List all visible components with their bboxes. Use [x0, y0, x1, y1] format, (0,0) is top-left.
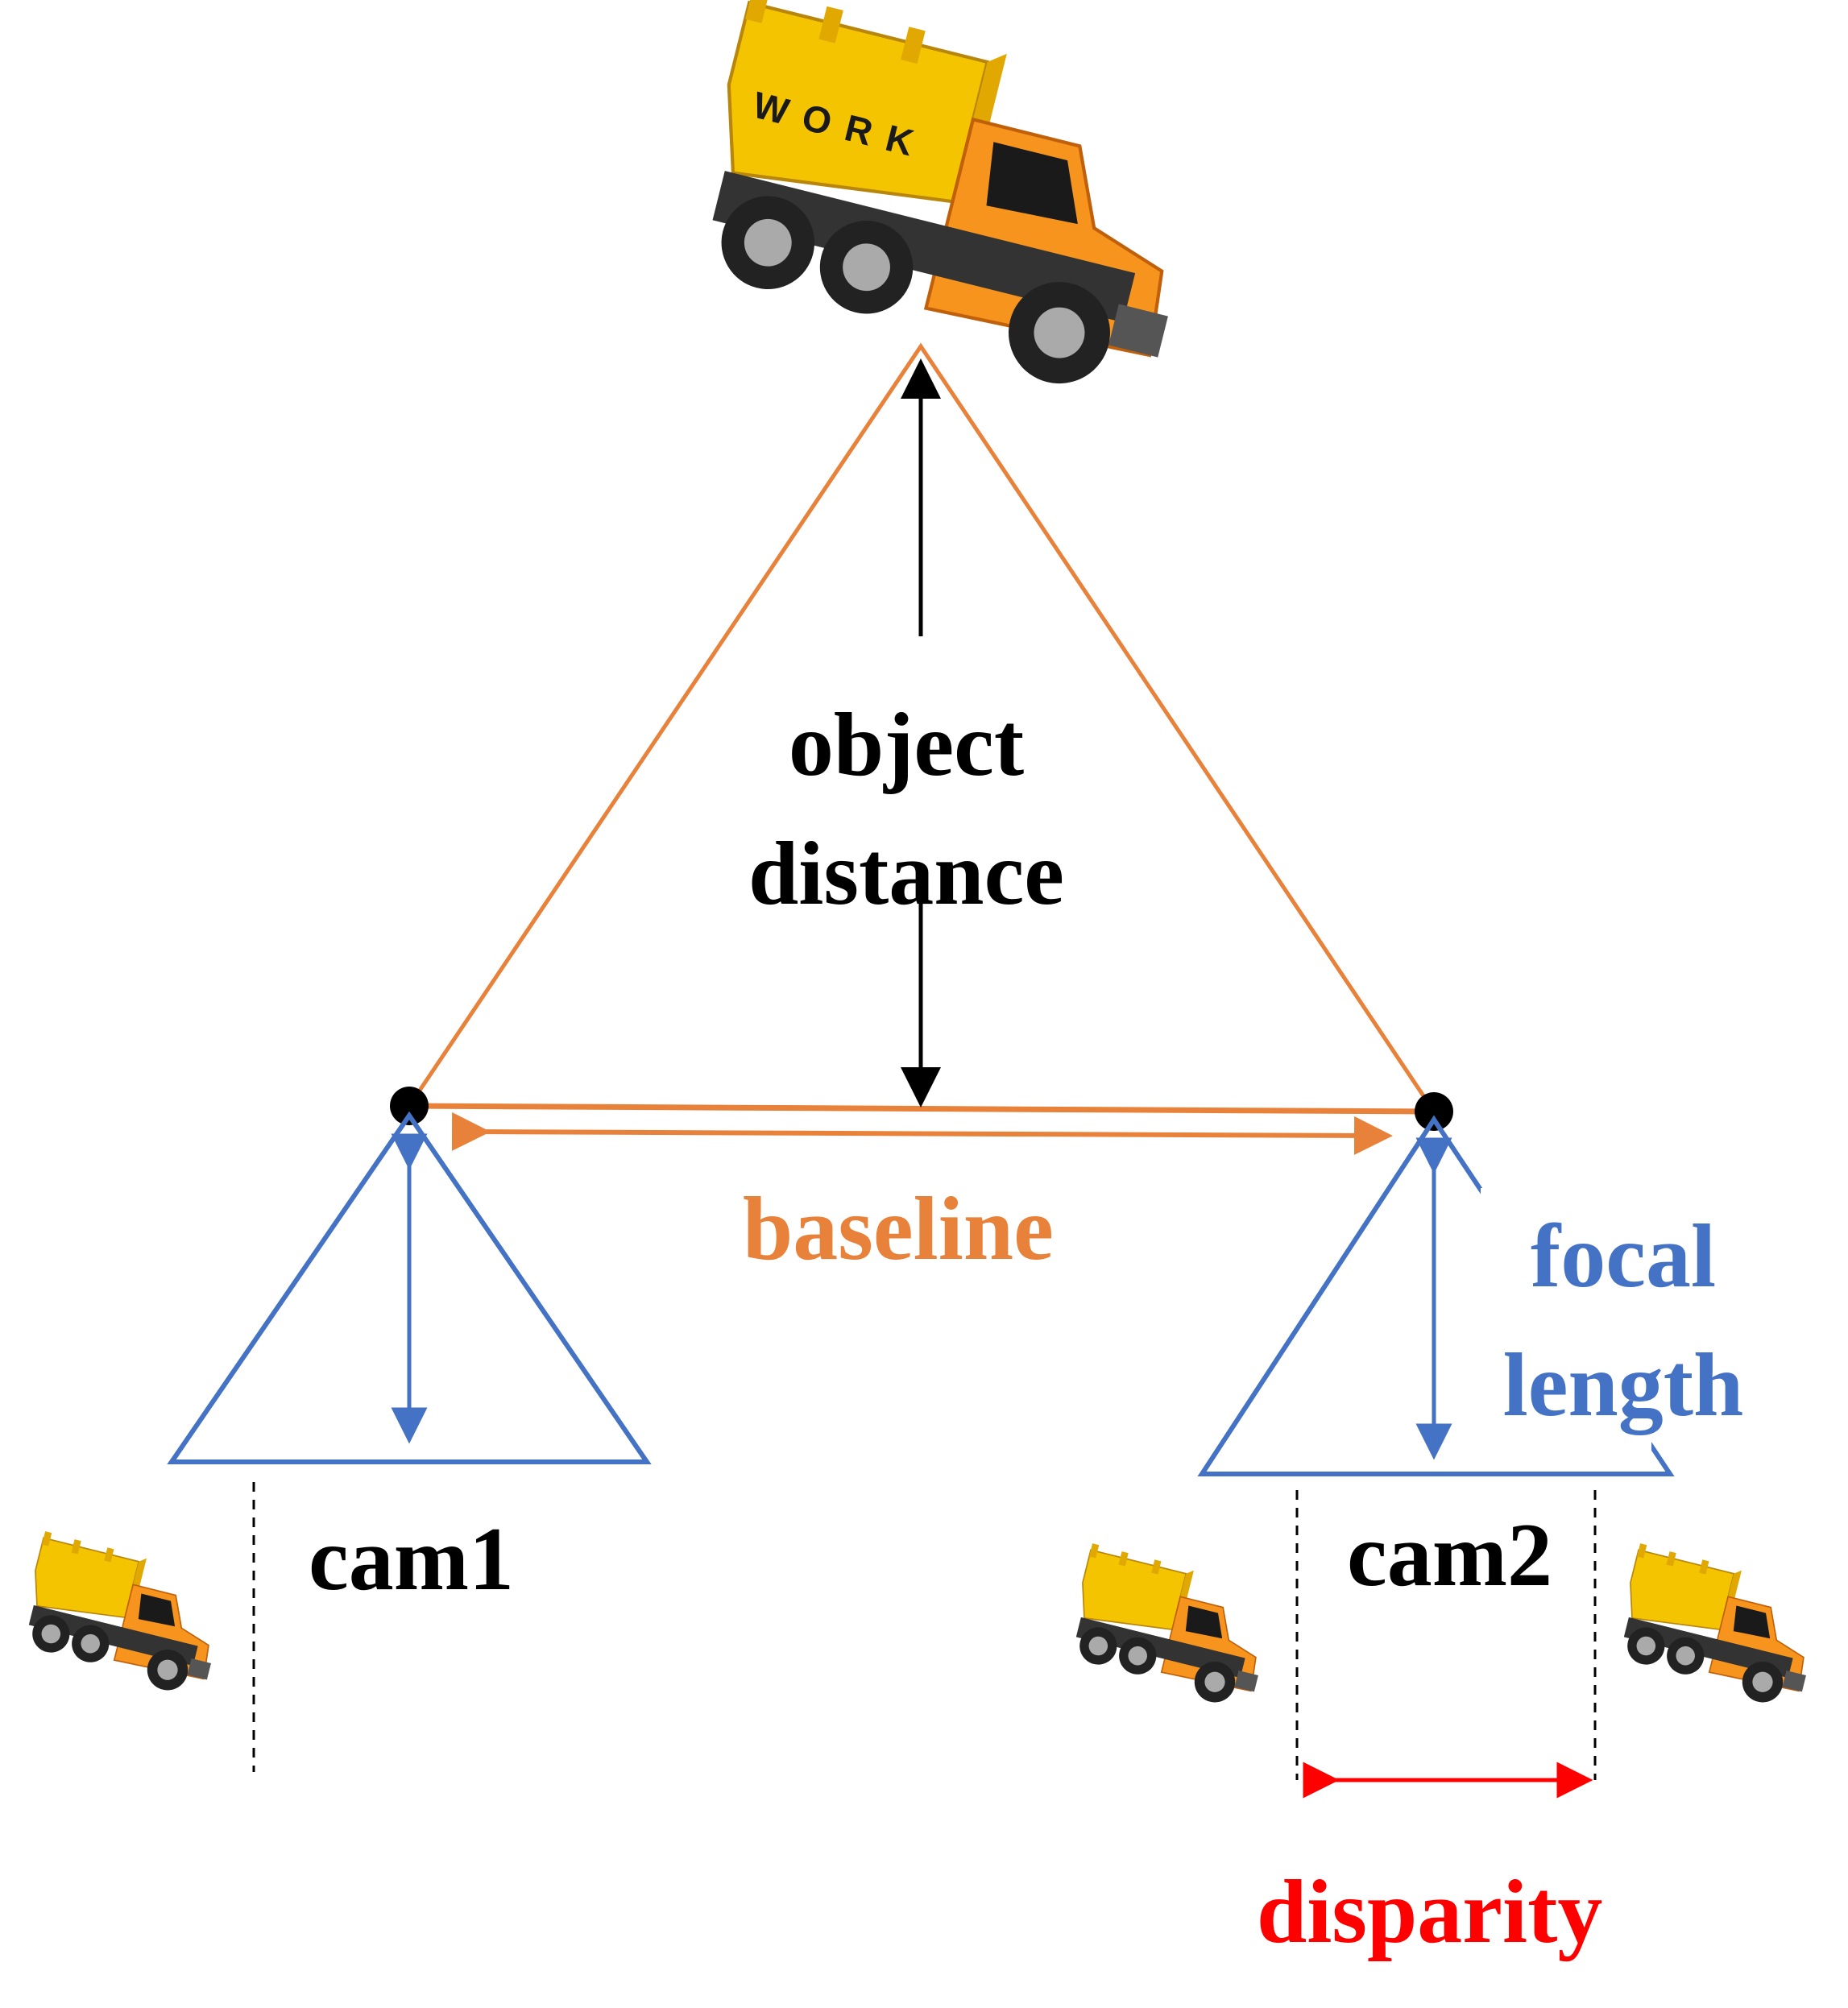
cam1-label: cam1 — [309, 1509, 515, 1609]
cam2-image-truck-right — [1609, 1542, 1829, 1712]
object-distance-label-line1: object — [788, 695, 1025, 795]
object-distance-label-line2: distance — [748, 824, 1064, 924]
focal-length-label-line1: focal — [1530, 1207, 1717, 1306]
cam1-image-truck — [14, 1530, 234, 1700]
object-truck-image: WORK — [677, 0, 1221, 407]
cam2-image-truck-left — [1061, 1542, 1281, 1712]
disparity-label: disparity — [1257, 1862, 1603, 1962]
cam2-centre-dot — [1415, 1092, 1453, 1131]
cam1-triangle — [167, 1111, 652, 1464]
baseline-label: baseline — [743, 1179, 1054, 1279]
focal-label-background — [1481, 1188, 1651, 1462]
object-distance-label: object distance — [693, 681, 1120, 938]
cam1-centre-dot — [390, 1087, 429, 1125]
cam2-label: cam2 — [1347, 1505, 1553, 1605]
baseline-arrow — [451, 1112, 1393, 1155]
focal-length-label-line2: length — [1502, 1335, 1744, 1435]
baseline-line — [408, 1103, 1435, 1115]
focal-length-label: focal length — [1470, 1192, 1776, 1450]
